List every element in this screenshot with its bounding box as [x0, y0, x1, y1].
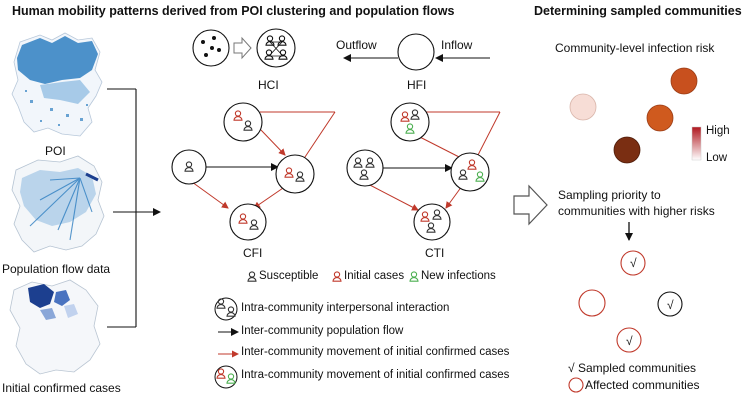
legend-susceptible-label: Susceptible — [259, 270, 319, 282]
hci-label: HCI — [258, 78, 279, 92]
hollow-arrow-icon — [513, 184, 548, 226]
cfi-label: CFI — [243, 246, 263, 260]
risk-community-3 — [646, 104, 674, 132]
right-panel-title: Determining sampled communities — [534, 4, 742, 18]
map-label-population-flow: Population flow data — [2, 262, 111, 276]
hci-diagram — [192, 28, 296, 68]
sampled-check-1: √ — [630, 256, 637, 270]
population-flow-map — [11, 155, 105, 253]
risk-high-label: High — [706, 125, 730, 137]
community-sampled-affected-3 — [616, 327, 642, 353]
inflow-label: Inflow — [441, 38, 473, 52]
cti-label: CTI — [425, 246, 445, 260]
susceptible-person-icon — [247, 271, 257, 282]
risk-scale-bar — [691, 126, 702, 161]
community-sampled-2 — [657, 291, 683, 317]
legend-sampled-communities: √ Sampled communities — [568, 361, 696, 375]
legend-new-infections-label: New infections — [421, 270, 496, 282]
poi-map — [11, 32, 103, 137]
cfi-diagram — [171, 102, 336, 241]
initial-case-person-icon — [332, 271, 342, 282]
sampling-text-line1: Sampling priority to — [558, 188, 661, 202]
outflow-label: Outflow — [336, 38, 377, 52]
risk-low-label: Low — [706, 152, 728, 164]
check-mark-icon: √ — [568, 361, 575, 375]
legend-intra-movement-icon — [214, 365, 238, 389]
map-label-poi: POI — [45, 144, 66, 158]
risk-community-1 — [670, 67, 698, 95]
legend-affected-label: Affected communities — [585, 378, 700, 392]
hfi-label: HFI — [407, 78, 427, 92]
community-affected-2 — [578, 289, 606, 317]
risk-community-4 — [613, 136, 641, 164]
legend-sampled-label: Sampled communities — [577, 361, 696, 375]
hfi-diagram — [343, 33, 490, 71]
sampling-text-line2: communities with higher risks — [558, 204, 715, 218]
maps-bracket — [107, 88, 161, 328]
map-label-initial-cases: Initial confirmed cases — [2, 381, 121, 395]
risk-title: Community-level infection risk — [555, 41, 715, 55]
legend-interaction-icon — [214, 297, 238, 321]
legend-initial-cases-label: Initial cases — [344, 270, 405, 282]
new-infection-person-icon — [409, 271, 419, 282]
initial-cases-map — [9, 279, 101, 375]
legend-intra-movement-label: Intra-community movement of initial conf… — [241, 369, 510, 381]
community-sampled-affected-1 — [620, 250, 646, 276]
legend-cases-movement-label: Inter-community movement of initial conf… — [241, 346, 510, 358]
sampled-check-2: √ — [667, 298, 674, 312]
sampled-check-3: √ — [626, 334, 633, 348]
cti-diagram — [346, 102, 501, 241]
left-panel-title: Human mobility patterns derived from POI… — [12, 4, 455, 18]
risk-community-2 — [569, 93, 597, 121]
legend-interaction-label: Intra-community interpersonal interactio… — [241, 302, 450, 314]
affected-circle-icon — [568, 377, 584, 393]
legend-flow-label: Inter-community population flow — [241, 325, 404, 337]
